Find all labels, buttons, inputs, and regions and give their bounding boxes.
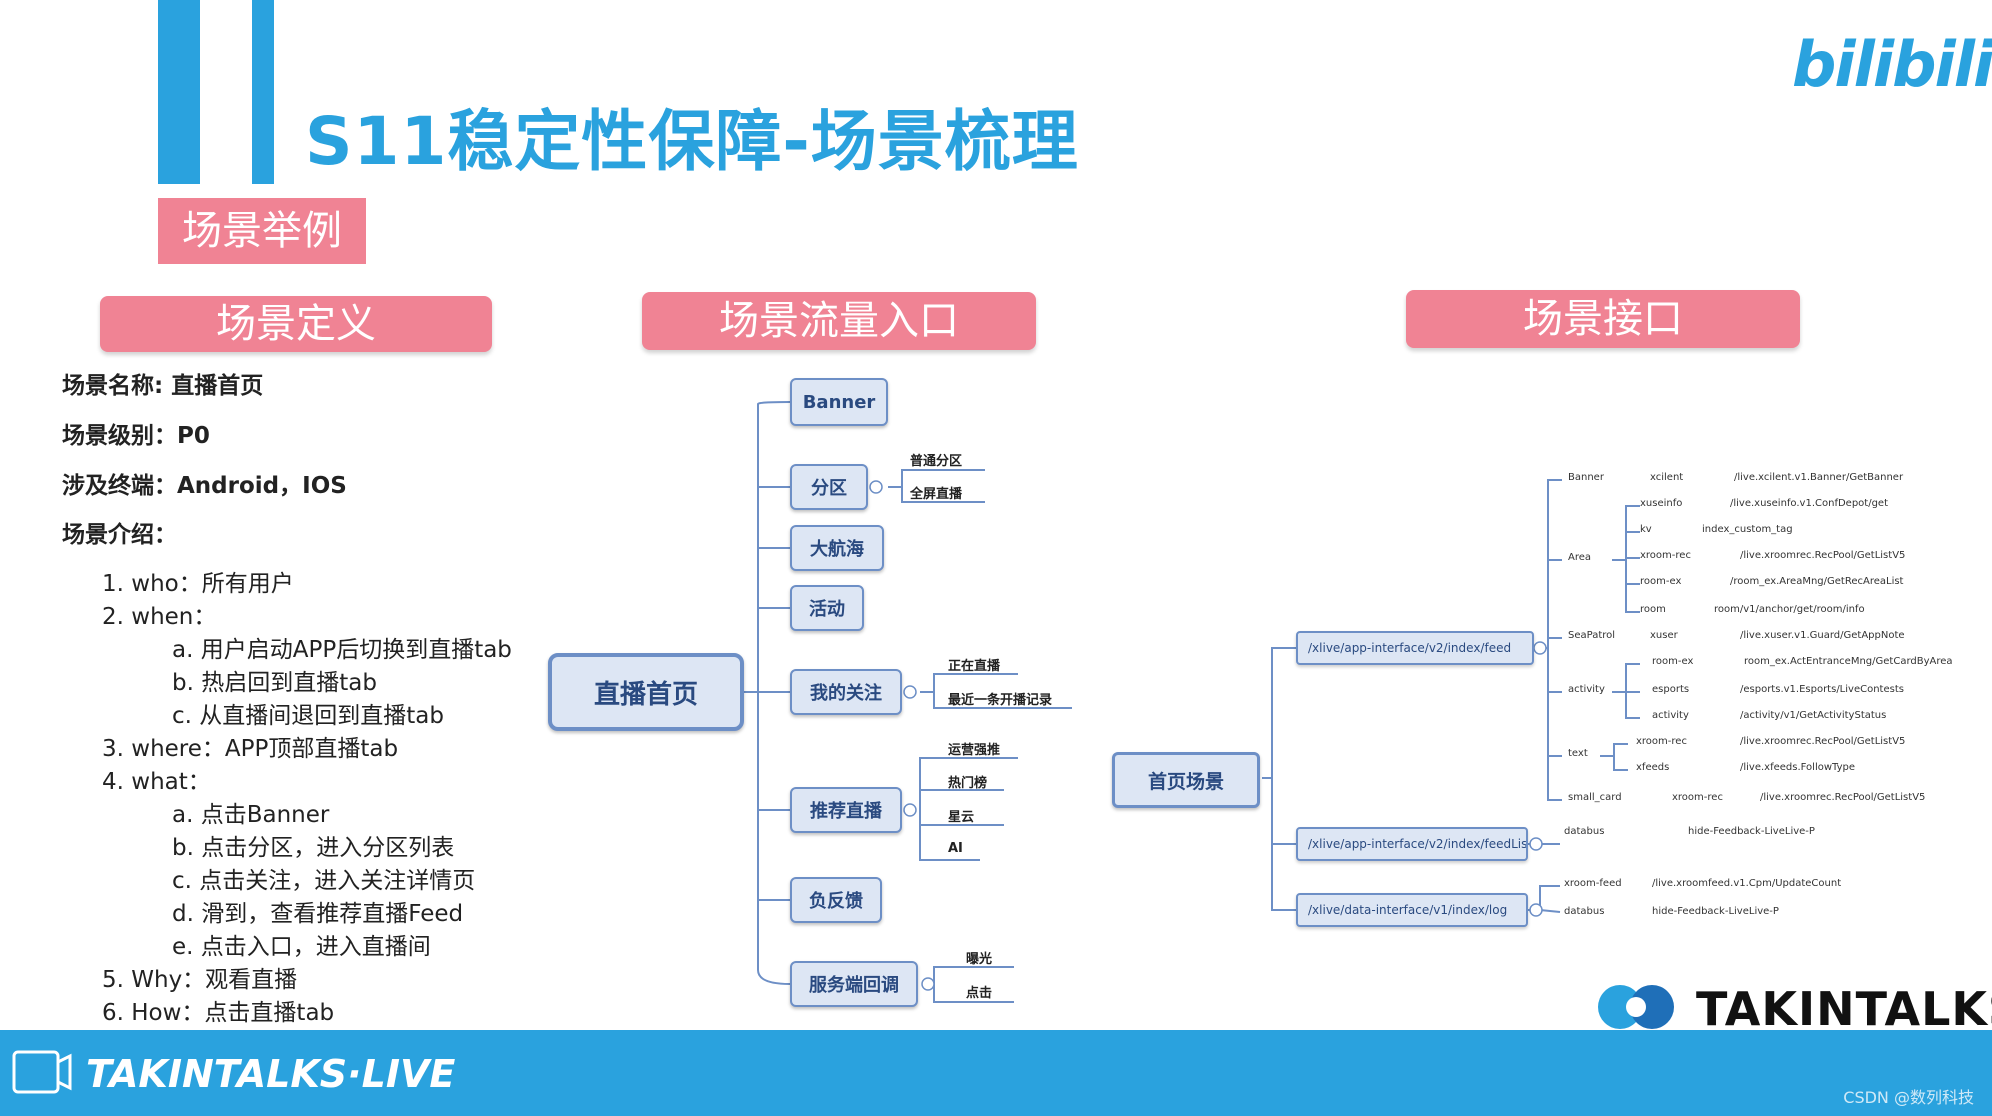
scene-level: 场景级别：P0 [62,423,210,449]
traffic-node-huodong: 活动 [790,585,864,631]
service-label: esports [1652,684,1690,695]
intro-item: c. 点击关注，进入关注详情页 [172,868,476,894]
group-banner: Banner [1568,472,1604,483]
traffic-node-banner: Banner [790,378,888,426]
traffic-node-huidiao: 服务端回调 [790,961,918,1007]
leaf-quanping: 全屏直播 [910,487,963,502]
method-label: /live.xroomrec.RecPool/GetListV5 [1740,736,1906,747]
group-activity: activity [1568,684,1605,695]
method-label: /live.xroomrec.RecPool/GetListV5 [1760,792,1926,803]
service-label: xuseinfo [1640,498,1683,509]
intro-item: a. 用户启动APP后切换到直播tab [172,637,512,663]
group-databus-2: databus [1564,906,1605,917]
csdn-watermark: CSDN @数列科技 [1843,1088,1974,1107]
intro-item: a. 点击Banner [172,802,330,828]
service-label: xroom-rec [1640,550,1691,561]
method-label: /esports.v1.Esports/LiveContests [1740,684,1904,695]
intro-item: e. 点击入口，进入直播间 [172,934,431,960]
service-label: xfeeds [1636,762,1670,773]
method-label: hide-Feedback-LiveLive-P [1652,906,1779,917]
section-definition: 场景定义 [100,296,492,352]
method-label: /live.xroomfeed.v1.Cpm/UpdateCount [1652,878,1842,889]
method-label: /live.xroomrec.RecPool/GetListV5 [1740,550,1906,561]
service-label: room [1640,604,1666,615]
scene-terminal: 涉及终端：Android，IOS [62,473,347,499]
service-label: xcilent [1650,472,1684,483]
method-label: room_ex.ActEntranceMng/GetCardByArea [1744,656,1953,667]
intro-item: b. 点击分区，进入分区列表 [172,835,455,861]
section-traffic: 场景流量入口 [642,292,1036,350]
traffic-root-node: 直播首页 [548,653,744,731]
method-label: /room_ex.AreaMng/GetRecAreaList [1730,576,1904,587]
traffic-node-tuijian: 推荐直播 [790,787,902,833]
service-label: room-ex [1640,576,1682,587]
intro-item: 5. Why：观看直播 [102,967,298,993]
interface-root-node: 首页场景 [1112,752,1260,808]
intro-item: d. 滑到，查看推荐直播Feed [172,901,464,927]
scene-name: 场景名称: 直播首页 [62,373,264,399]
method-label: /live.xuseinfo.v1.ConfDepot/get [1730,498,1888,509]
group-seapatrol: SeaPatrol [1568,630,1616,641]
section-interface: 场景接口 [1406,290,1800,348]
service-label: xuser [1650,630,1678,641]
intro-item: c. 从直播间退回到直播tab [172,703,444,729]
service-label: xroom-rec [1672,792,1723,803]
intro-item: 4. what： [102,769,211,795]
method-label: /live.xuser.v1.Guard/GetAppNote [1740,630,1905,641]
leaf-putong-fenqu: 普通分区 [910,454,963,469]
service-label: kv [1640,524,1652,535]
leaf-baoguang: 曝光 [966,952,993,967]
service-label: activity [1652,710,1689,721]
leaf-ai: AI [948,841,963,856]
intro-item: 6. How：点击直播tab [102,1000,335,1026]
method-label: /live.xfeeds.FollowType [1740,762,1855,773]
leaf-yunying: 运营强推 [948,743,1001,758]
intro-item: b. 热启回到直播tab [172,670,377,696]
leaf-zuijin: 最近一条开播记录 [948,693,1053,708]
traffic-node-guanzhu: 我的关注 [790,669,902,715]
service-label: hide-Feedback-LiveLive-P [1688,826,1815,837]
intro-item: 2. when： [102,604,217,630]
leaf-remen: 热门榜 [948,776,988,791]
api-node-feedlist: /xlive/app-interface/v2/index/feedList [1296,827,1528,861]
footer-bar [0,1030,1992,1116]
intro-item: 3. where：APP顶部直播tab [102,736,399,762]
group-databus: databus [1564,826,1605,837]
scene-intro-label: 场景介绍： [62,522,177,548]
method-label: index_custom_tag [1702,524,1793,535]
service-label: xroom-rec [1636,736,1687,747]
group-text: text [1568,748,1588,759]
traffic-node-fankui: 负反馈 [790,877,882,923]
service-label: room-ex [1652,656,1694,667]
header-bar-left [158,0,200,184]
method-label: /live.xcilent.v1.Banner/GetBanner [1734,472,1904,483]
group-xroom-feed: xroom-feed [1564,878,1622,889]
traffic-node-dahanghai: 大航海 [790,525,884,571]
api-node-feed: /xlive/app-interface/v2/index/feed [1296,631,1534,665]
footer-brand: TAKINTALKS·LIVE [86,1052,456,1096]
example-tag: 场景举例 [158,198,366,264]
leaf-xingyun: 星云 [948,810,975,825]
header-bar-right [252,0,274,184]
page-title: S11稳定性保障-场景梳理 [305,103,1079,180]
group-small-card: small_card [1568,792,1622,803]
intro-item: 1. who：所有用户 [102,571,294,597]
group-area: Area [1568,552,1592,563]
leaf-dianji: 点击 [966,986,993,1001]
takintalks-brand: TAKINTALKS [1696,982,1992,1036]
bilibili-logo: bilibili [1792,28,1992,101]
method-label: room/v1/anchor/get/room/info [1714,604,1865,615]
api-node-log: /xlive/data-interface/v1/index/log [1296,893,1528,927]
leaf-zhengzai: 正在直播 [948,659,1001,674]
method-label: /activity/v1/GetActivityStatus [1740,710,1887,721]
traffic-node-fenqu: 分区 [790,464,868,510]
